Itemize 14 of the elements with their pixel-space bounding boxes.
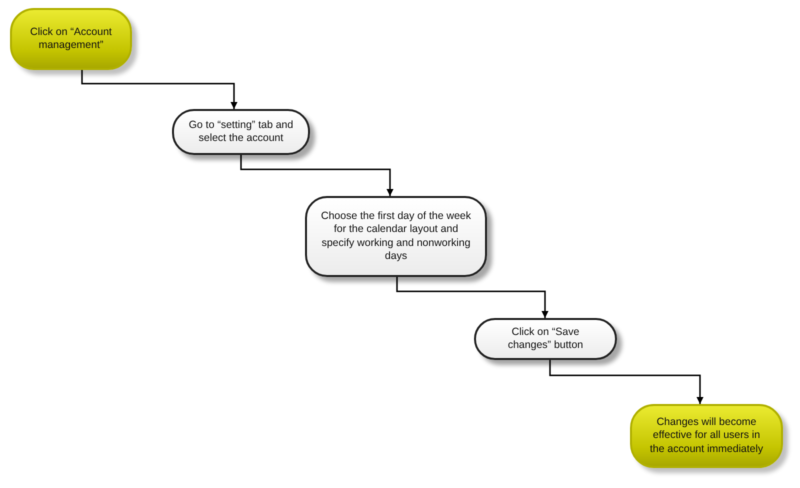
node-text: Click on “Save changes” button: [506, 326, 584, 352]
node-text: Go to “setting” tab and select the account: [188, 118, 294, 146]
process-box: [474, 318, 617, 360]
connector-arrow: [81, 70, 238, 109]
connector-arrow: [549, 360, 704, 404]
node-text: Changes will become effective for all users in the account immediately: [648, 416, 764, 456]
process-box: [305, 196, 487, 277]
connector-arrow: [240, 155, 394, 196]
node-text: Choose the first day of the week for the calendar layout and specify working and nonworking days: [321, 210, 471, 263]
terminal-shape: [10, 8, 132, 70]
node-text: Click on “Account management”: [29, 26, 113, 52]
process-box: [172, 109, 310, 155]
connector-arrow: [396, 277, 548, 318]
terminal-shape: [630, 404, 783, 468]
